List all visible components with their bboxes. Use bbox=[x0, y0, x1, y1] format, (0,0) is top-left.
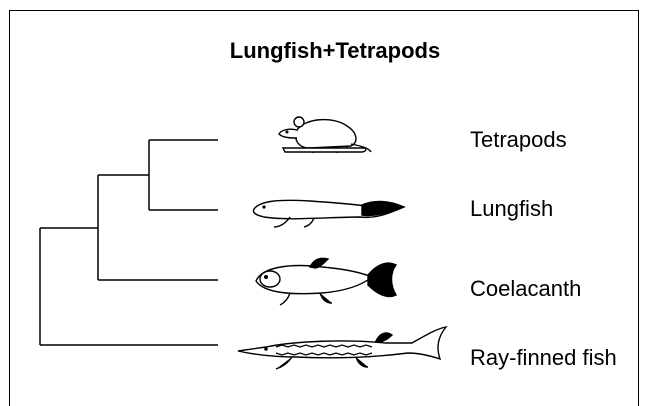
sturgeon-icon bbox=[236, 325, 448, 373]
label-ray-finned-fish: Ray-finned fish bbox=[470, 345, 617, 371]
label-coelacanth: Coelacanth bbox=[470, 276, 581, 302]
lungfish-icon bbox=[250, 193, 410, 229]
label-lungfish: Lungfish bbox=[470, 196, 553, 222]
coelacanth-icon bbox=[250, 255, 400, 307]
label-tetrapods: Tetrapods bbox=[470, 127, 567, 153]
mouse-icon bbox=[275, 108, 375, 158]
